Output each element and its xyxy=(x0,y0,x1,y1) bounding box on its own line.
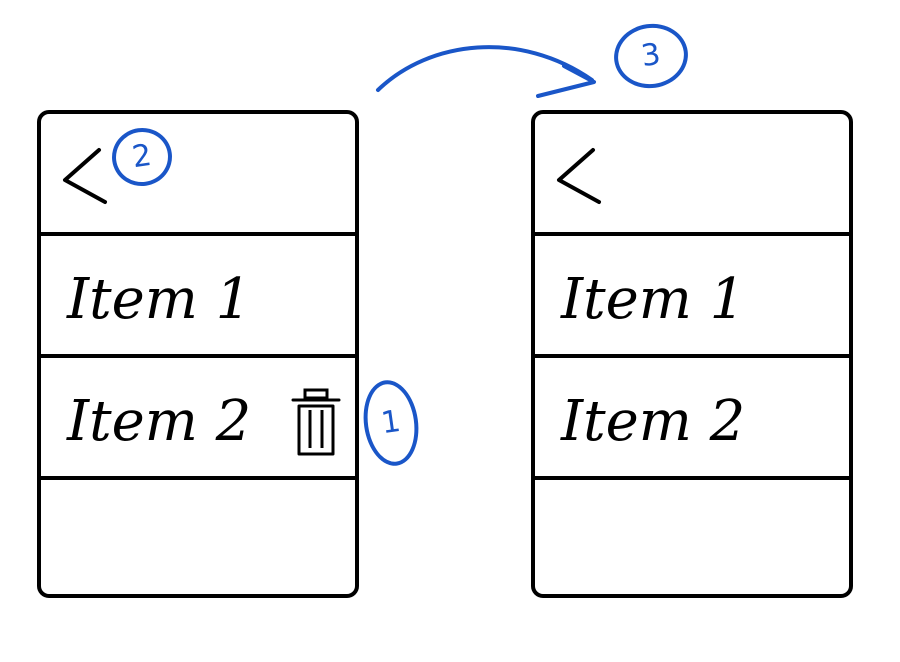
curved-arrow-icon xyxy=(376,45,596,98)
trash-icon[interactable] xyxy=(291,386,341,456)
step-1-marker: 1 xyxy=(358,376,424,470)
item-label: Item 1 xyxy=(67,267,252,332)
step-1-label: 1 xyxy=(379,403,403,442)
list-item[interactable]: Item 2 xyxy=(41,358,355,480)
back-chevron-icon[interactable] xyxy=(553,144,605,208)
step-2-label: 2 xyxy=(130,137,154,176)
empty-row xyxy=(535,480,849,594)
list-item[interactable]: Item 1 xyxy=(535,236,849,358)
item-label: Item 2 xyxy=(561,389,746,454)
item-label: Item 2 xyxy=(67,389,252,454)
step-3-label: 3 xyxy=(639,36,663,75)
right-screen: Item 1 Item 2 xyxy=(531,110,853,598)
item-label: Item 1 xyxy=(561,267,746,332)
empty-row xyxy=(41,480,355,594)
list-item[interactable]: Item 2 xyxy=(535,358,849,480)
left-screen: Item 1 Item 2 xyxy=(37,110,359,598)
step-3-marker: 3 xyxy=(609,19,693,93)
list-item[interactable]: Item 1 xyxy=(41,236,355,358)
back-chevron-icon[interactable] xyxy=(59,144,111,208)
header-bar xyxy=(41,114,355,236)
header-bar xyxy=(535,114,849,236)
